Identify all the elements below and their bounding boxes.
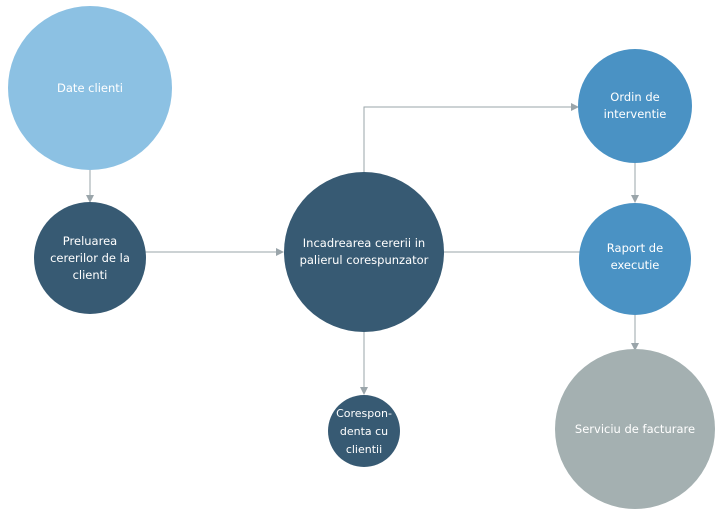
node-ordin-label: Ordin de interventie (603, 90, 667, 121)
node-corespondenta-circle (328, 395, 400, 467)
node-raport-label: Raport de executie (606, 241, 664, 272)
node-preluarea-label: Preluarea cererilor de la clienti (50, 233, 130, 282)
node-corespondenta-label: Corespon- denta cu clientii (336, 407, 392, 456)
node-incadrarea-label: Incadrearea cererii in palierul corespun… (299, 236, 429, 267)
node-incadrarea-circle (284, 172, 444, 332)
node-preluarea-circle (34, 202, 146, 314)
connector-incadrarea-to-ordin (363, 103, 579, 172)
node-raport-circle (579, 203, 691, 315)
node-facturare-label: Serviciu de facturare (574, 421, 696, 436)
connectors (86, 103, 639, 395)
node-date-clienti-label: Date clienti (57, 80, 123, 95)
node-facturare-circle (555, 349, 715, 509)
node-date-clienti-circle (8, 6, 172, 170)
node-ordin-circle (578, 49, 692, 163)
